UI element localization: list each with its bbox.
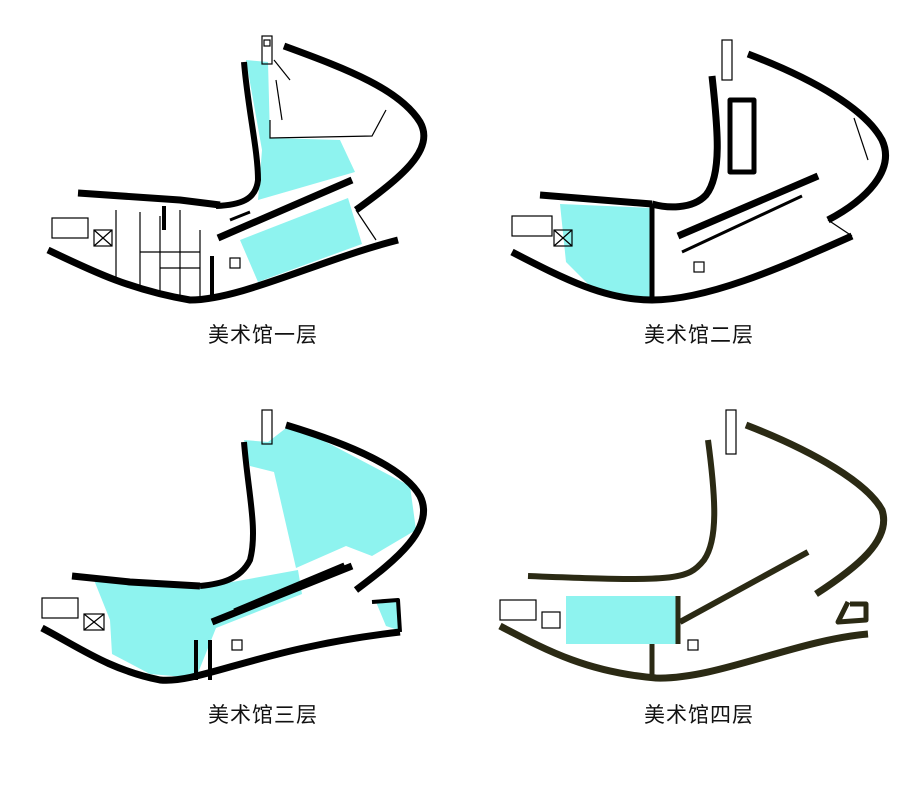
west-block (511, 215, 553, 237)
floor-plan-4 (498, 409, 888, 682)
highlight-zone-east (376, 600, 398, 630)
north-wall (77, 189, 221, 209)
west-curved-wall (527, 439, 718, 582)
highlight-zone-west (94, 570, 302, 678)
diagonal-wall-1 (678, 549, 810, 625)
south-curved-wall (510, 232, 854, 304)
east-hook-wall (371, 598, 402, 633)
highlight-zone-west (560, 204, 652, 300)
south-curved-wall (46, 236, 399, 304)
highlight-zone-north (244, 425, 416, 568)
highlight-zone-north (246, 60, 355, 200)
floor-plan-2 (510, 39, 889, 304)
north-wall (539, 191, 653, 208)
caption-floor-3: 美术馆三层 (208, 703, 318, 727)
highlight-zone-south (240, 198, 362, 282)
service-tower (725, 409, 737, 455)
north-east-curved-wall (746, 50, 889, 224)
diagonal-wall-1 (676, 172, 820, 240)
south-curved-wall (498, 622, 869, 682)
west-block (51, 217, 89, 239)
diagonal-wall-2 (681, 194, 803, 254)
west-curved-wall (199, 441, 257, 589)
west-block (499, 599, 537, 621)
inner-wall-block (727, 97, 757, 175)
diagonal-wall-1 (210, 562, 354, 626)
floor-plan-1 (46, 35, 428, 304)
north-wall (71, 572, 201, 590)
east-hook-wall (835, 600, 869, 625)
south-curved-wall (40, 624, 401, 684)
highlight-zone-central (566, 596, 680, 644)
west-block (41, 597, 79, 619)
floor-plan-3 (40, 409, 428, 684)
west-curved-wall (215, 61, 261, 209)
north-east-curved-wall (282, 42, 428, 213)
service-tower (721, 39, 733, 81)
caption-floor-2: 美术馆二层 (644, 323, 754, 347)
caption-floor-4: 美术馆四层 (644, 703, 754, 727)
diagonal-wall-1 (216, 176, 354, 242)
diagonal-wall-2 (229, 210, 251, 222)
service-tower (261, 35, 273, 65)
caption-floor-1: 美术馆一层 (208, 323, 318, 347)
north-east-curved-wall (744, 421, 888, 597)
north-east-curved-wall (284, 421, 428, 593)
service-tower (261, 409, 273, 445)
interior-outline (269, 109, 387, 139)
west-curved-wall (651, 75, 721, 211)
diagonal-wall-2 (233, 562, 345, 612)
